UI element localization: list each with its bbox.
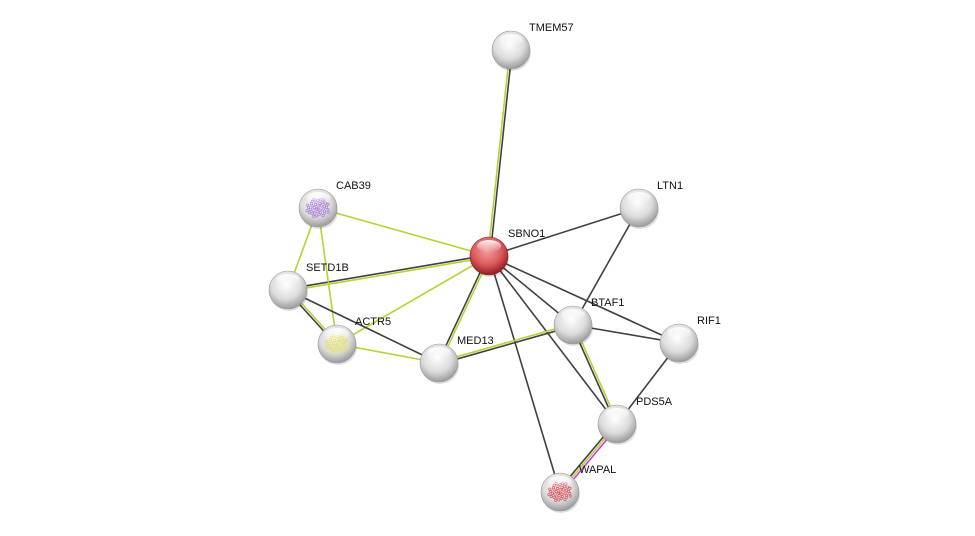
node-label-rif1: RIF1	[697, 315, 721, 327]
edge-btaf1-ltn1[interactable]	[572, 207, 640, 326]
edge-evidence-coexpression	[489, 50, 513, 257]
node-label-tmem57: TMEM57	[529, 22, 574, 34]
edge-evidence-textmining	[487, 49, 511, 256]
node-med13[interactable]	[419, 343, 459, 384]
edge-cab39-actr5[interactable]	[317, 207, 338, 345]
edge-evidence-textmining	[336, 255, 490, 345]
node-label-ltn1: LTN1	[657, 180, 684, 192]
edge-setd1b-med13[interactable]	[287, 289, 440, 364]
edge-evidence-textmining	[317, 207, 338, 345]
edge-evidence-textmining	[317, 207, 490, 257]
node-label-wapal: WAPAL	[579, 464, 617, 476]
edge-sbno1-cab39[interactable]	[317, 207, 490, 257]
node-highlight	[605, 408, 629, 420]
node-label-cab39: CAB39	[336, 180, 371, 192]
node-highlight	[627, 192, 651, 204]
node-rif1[interactable]	[659, 323, 699, 364]
node-label-med13: MED13	[457, 335, 494, 347]
edge-evidence-coexpression	[287, 254, 489, 290]
node-highlight	[306, 192, 330, 204]
edge-sbno1-tmem57[interactable]	[487, 49, 513, 257]
node-btaf1[interactable]	[553, 305, 593, 346]
node-ltn1[interactable]	[619, 188, 659, 229]
edge-evidence-textmining	[438, 323, 573, 363]
edge-evidence-coexpression	[488, 207, 640, 257]
edge-sbno1-setd1b[interactable]	[287, 254, 490, 292]
node-highlight	[427, 347, 451, 359]
edge-evidence-coexpression	[439, 325, 574, 365]
node-sbno1[interactable]	[469, 236, 509, 277]
node-pds5a[interactable]	[597, 404, 637, 445]
node-tmem57[interactable]	[491, 30, 531, 71]
node-cab39[interactable]	[298, 188, 338, 229]
edge-sbno1-rif1[interactable]	[488, 255, 680, 344]
node-highlight	[667, 327, 691, 339]
node-highlight	[477, 240, 501, 252]
edge-med13-btaf1[interactable]	[438, 323, 574, 365]
node-label-sbno1: SBNO1	[508, 228, 546, 240]
node-wapal[interactable]	[540, 472, 580, 513]
node-highlight	[561, 309, 585, 321]
node-label-btaf1: BTAF1	[591, 297, 625, 309]
edge-sbno1-pds5a[interactable]	[488, 255, 618, 425]
edge-evidence-coexpression	[488, 255, 618, 425]
node-highlight	[276, 274, 300, 286]
node-label-actr5: ACTR5	[355, 316, 392, 328]
edge-sbno1-ltn1[interactable]	[488, 207, 640, 257]
node-highlight	[499, 34, 523, 46]
node-setd1b[interactable]	[268, 270, 308, 311]
edge-sbno1-wapal[interactable]	[488, 255, 561, 493]
node-label-pds5a: PDS5A	[636, 396, 673, 408]
node-highlight	[548, 476, 572, 488]
node-label-setd1b: SETD1B	[306, 262, 349, 274]
edge-sbno1-med13[interactable]	[437, 255, 491, 364]
edge-evidence-coexpression	[488, 255, 680, 344]
node-actr5[interactable]	[317, 324, 357, 365]
edge-sbno1-actr5[interactable]	[336, 255, 490, 345]
edge-evidence-textmining	[439, 256, 491, 364]
edge-evidence-coexpression	[488, 255, 561, 493]
edge-evidence-coexpression	[287, 289, 440, 364]
edge-evidence-coexpression	[437, 255, 489, 363]
edge-evidence-textmining	[288, 256, 490, 292]
node-highlight	[325, 328, 349, 340]
edge-evidence-coexpression	[572, 207, 640, 326]
